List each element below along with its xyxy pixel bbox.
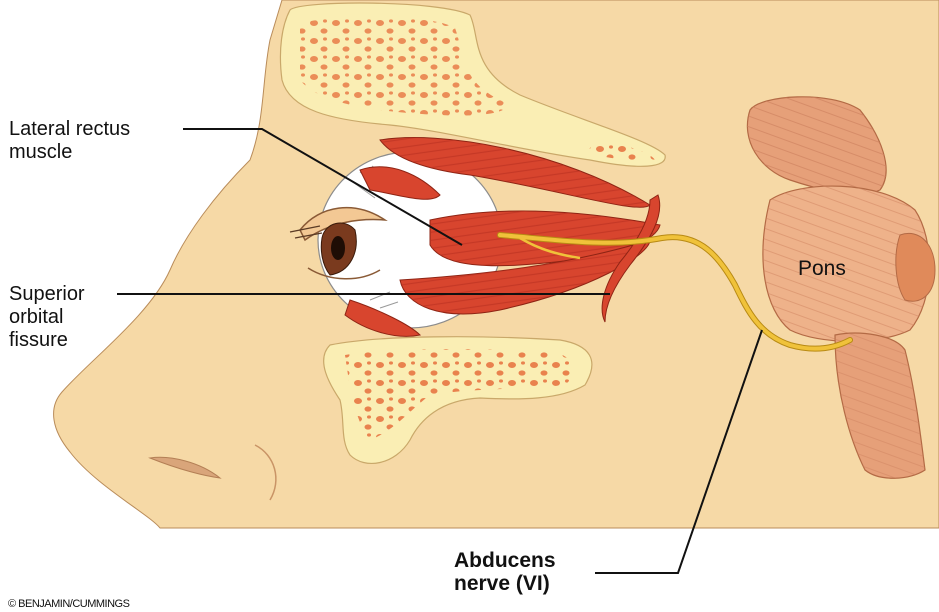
label-abducens-nerve: Abducens nerve (VI) (454, 549, 556, 595)
label-line-1: Superior (9, 283, 85, 306)
copyright-notice: © BENJAMIN/CUMMINGS (8, 598, 129, 610)
label-lateral-rectus-muscle: Lateral rectus muscle (9, 118, 130, 164)
label-line-2: orbital (9, 306, 85, 329)
label-pons: Pons (798, 257, 846, 280)
label-line-1: Abducens (454, 549, 556, 572)
label-line-2: nerve (VI) (454, 572, 556, 595)
label-line-3: fissure (9, 329, 85, 352)
label-line-2: muscle (9, 141, 130, 164)
label-superior-orbital-fissure: Superior orbital fissure (9, 283, 85, 352)
label-line-1: Lateral rectus (9, 118, 130, 141)
